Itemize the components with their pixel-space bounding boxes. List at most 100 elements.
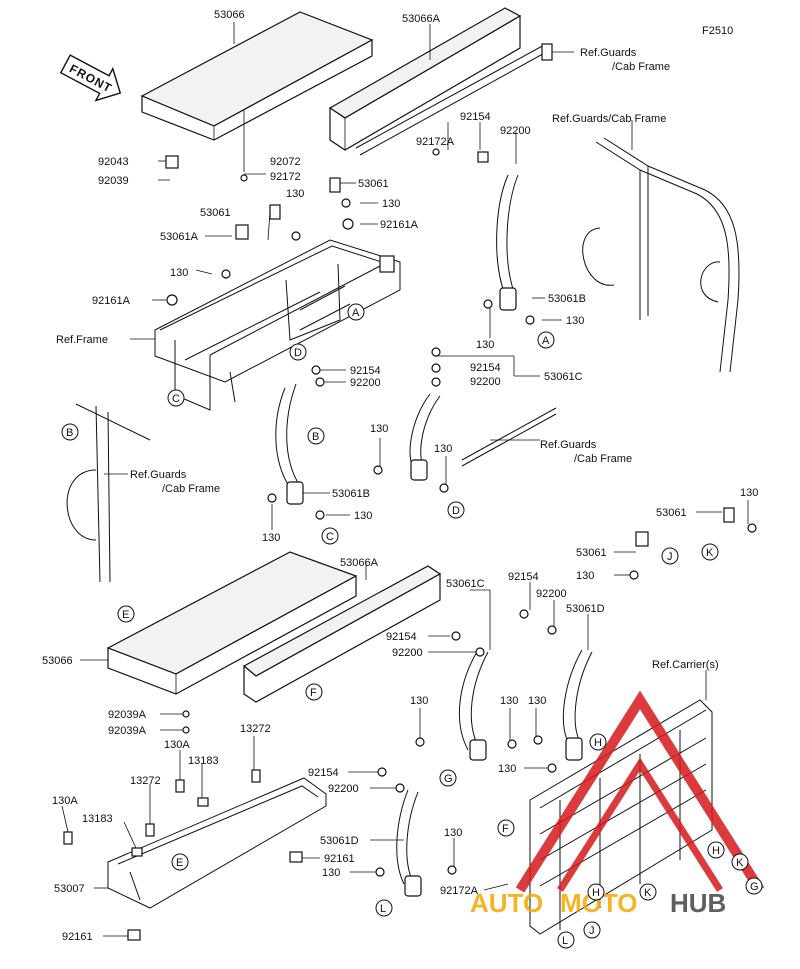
callout-letter: H [594, 737, 602, 749]
guard-bar-mid [461, 407, 557, 467]
seatbelt-53061C [409, 393, 441, 481]
part-label: 13272 [130, 775, 161, 787]
part-label: 92161A [92, 295, 131, 307]
callout-letter: D [452, 505, 460, 517]
part-label: 130 [170, 267, 188, 279]
part-label: /Cab Frame [612, 61, 670, 73]
seatbelt-53061B-right [496, 174, 519, 311]
part-label: 130 [528, 695, 546, 707]
callout-letter: F [310, 687, 317, 699]
callout-letter: K [736, 857, 744, 869]
callout-letter: K [706, 547, 714, 559]
callout-letter: E [122, 609, 129, 621]
hardware-parts [63, 148, 757, 941]
part-label: 92039 [98, 175, 129, 187]
part-label: 53061 [656, 507, 687, 519]
part-label: 53061C [446, 578, 485, 590]
callout-letter: B [312, 431, 319, 443]
part-label: 130 [262, 532, 280, 544]
figure-code: F2510 [702, 25, 733, 37]
callout-marker: K [639, 883, 657, 901]
callout-marker: H [589, 733, 607, 751]
callout-letter: B [66, 427, 73, 439]
seat-cushion-bottom [106, 551, 358, 695]
part-label: 130 [498, 763, 516, 775]
callout-marker: K [701, 543, 719, 561]
part-label: 130A [52, 795, 78, 807]
part-label: 53061A [160, 231, 199, 243]
part-label: Ref.Guards [130, 469, 187, 481]
seat-cushion-top [140, 11, 374, 141]
callout-letter: J [589, 925, 595, 937]
part-label: 92200 [470, 376, 501, 388]
part-label: 92154 [386, 631, 417, 643]
callout-marker: L [557, 931, 575, 949]
part-label: 53066A [340, 557, 379, 569]
part-label: 130 [410, 695, 428, 707]
callout-marker: J [583, 921, 601, 939]
part-label: /Cab Frame [574, 453, 632, 465]
callout-marker: J [661, 547, 679, 565]
part-label: 130 [434, 443, 452, 455]
part-label: 130 [444, 827, 462, 839]
part-label: Ref.Carrier(s) [652, 659, 719, 671]
part-label: 130 [322, 867, 340, 879]
seatbelt-53061B-left [275, 383, 304, 505]
callout-marker: C [321, 527, 339, 545]
part-label: 53061D [566, 603, 605, 615]
part-label: 53061 [200, 207, 231, 219]
callout-marker: G [439, 769, 457, 787]
part-label: 130 [740, 487, 758, 499]
part-label: 53061 [358, 178, 389, 190]
part-label: 92172A [440, 885, 479, 897]
part-label: 92039A [108, 709, 147, 721]
part-label: /Cab Frame [162, 483, 220, 495]
part-label: 53007 [54, 883, 85, 895]
callout-marker: K [731, 853, 749, 871]
part-label: 92043 [98, 156, 129, 168]
part-label: 130 [382, 198, 400, 210]
part-label: 92039A [108, 725, 147, 737]
cab-frame-left [66, 403, 151, 583]
seat-back-bottom [242, 565, 442, 703]
callout-letter: G [444, 773, 453, 785]
seatbelt-53061D-left [396, 789, 422, 897]
callout-marker: H [707, 841, 725, 859]
part-label: 53066 [214, 9, 245, 21]
seatbelt-53061D-right [562, 649, 593, 761]
watermark-logo: AUTO MOTO HUB [470, 690, 765, 918]
watermark-text-hub: HUB [670, 888, 726, 918]
callout-letter: H [592, 887, 600, 899]
front-arrow-icon: FRONT [59, 54, 122, 102]
callout-marker: E [171, 853, 189, 871]
callout-letter: L [380, 903, 386, 915]
callout-letter: D [294, 347, 302, 359]
callout-marker: B [307, 427, 325, 445]
seatbelt-53061C-bottom [458, 649, 489, 761]
part-label: 92154 [508, 571, 539, 583]
callout-letter: K [644, 887, 652, 899]
part-label: 53061B [332, 488, 370, 500]
part-label: 130 [370, 423, 388, 435]
callouts: A A C D B B C D J K E F G H H E F L K H … [61, 303, 763, 949]
callout-marker: H [587, 883, 605, 901]
callout-letter: C [172, 393, 180, 405]
callout-letter: J [667, 551, 673, 563]
leader-lines [61, 22, 749, 937]
callout-marker: A [537, 331, 555, 349]
part-label: 130 [354, 510, 372, 522]
part-label: 130 [576, 570, 594, 582]
part-label: 53061 [576, 547, 607, 559]
part-label: Ref.Guards [540, 439, 597, 451]
seat-frame-53007 [107, 777, 327, 909]
part-label: 92154 [308, 767, 339, 779]
part-label: 130 [500, 695, 518, 707]
part-label: 92200 [392, 647, 423, 659]
part-label: Ref.Guards [580, 47, 637, 59]
callout-letter: H [712, 845, 720, 857]
part-label: 92161 [62, 931, 93, 943]
part-label: 92154 [460, 111, 491, 123]
part-label: 130A [164, 739, 190, 751]
seat-back-top [328, 7, 522, 151]
